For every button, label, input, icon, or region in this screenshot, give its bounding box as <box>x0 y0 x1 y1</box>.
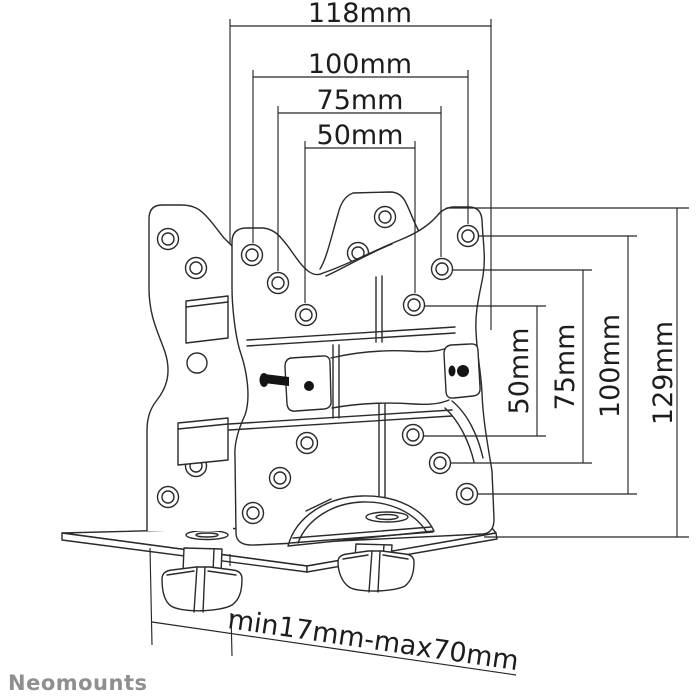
clamp-band-bottom <box>331 399 450 409</box>
dim-label-clamp-range: min17mm-max70mm <box>226 604 521 677</box>
dome-slot <box>365 511 409 523</box>
dim-label-width-50: 50mm <box>317 120 404 151</box>
dim-label-width-100: 100mm <box>308 49 412 80</box>
dimension-height-129: 129mm <box>446 207 689 538</box>
dim-label-height-129: 129mm <box>648 321 679 425</box>
vesa-holes <box>240 224 480 525</box>
clamp-pin <box>457 365 469 377</box>
dim-label-width-75: 75mm <box>317 85 404 116</box>
dimension-height-100: 100mm <box>478 235 637 495</box>
front-plate <box>228 206 495 546</box>
plate-thickness-line <box>325 243 393 277</box>
clamp-assembly <box>259 343 484 463</box>
dimension-width-75: 75mm <box>277 85 442 271</box>
clamp-foot-dome <box>287 495 435 547</box>
dimension-width-100: 100mm <box>252 49 469 243</box>
dim-label-height-50: 50mm <box>504 328 535 415</box>
clamp-small-hole <box>304 381 314 391</box>
dim-label-width-118: 118mm <box>308 0 412 29</box>
dimension-width-50: 50mm <box>304 120 416 303</box>
clamp-band-top <box>330 348 445 359</box>
thumb-screws <box>161 543 415 613</box>
clamp-bolt-shaft <box>264 374 289 386</box>
dimension-width-118: 118mm <box>229 0 492 330</box>
side-tabs <box>177 295 229 466</box>
wing-knob-left <box>161 566 243 612</box>
clamp-pin-shaft <box>448 365 456 377</box>
wing-knob-right <box>337 550 415 592</box>
dim-label-height-100: 100mm <box>595 314 626 418</box>
dimension-height-50: 50mm <box>424 305 546 437</box>
bend-creases <box>228 275 456 501</box>
dimension-height-75: 75mm <box>451 269 592 464</box>
brand-watermark: Neomounts <box>8 671 148 695</box>
dim-label-height-75: 75mm <box>550 324 581 411</box>
